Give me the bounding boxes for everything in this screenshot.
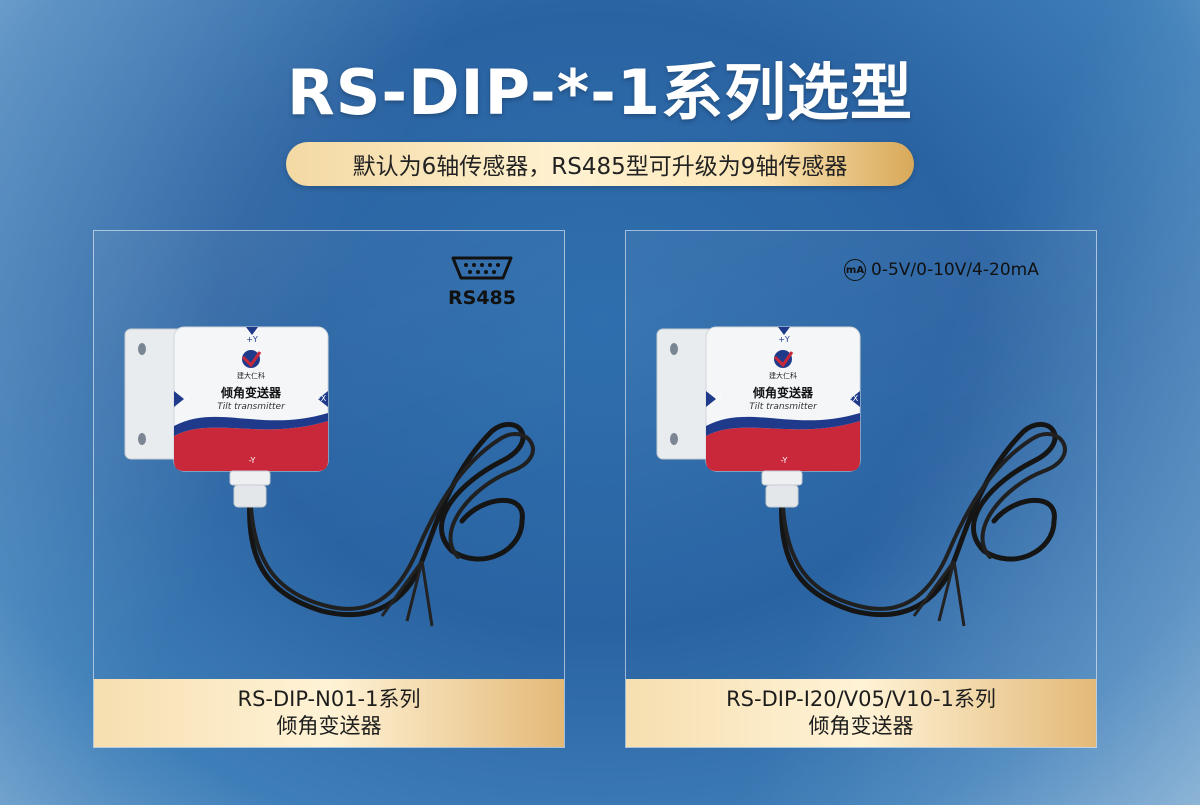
- product-card-rs485[interactable]: RS485 +Y -X +X -Y 建大仁科 倾角变送器 Tilt transm…: [93, 230, 565, 748]
- product-footer: RS-DIP-N01-1系列 倾角变送器: [94, 679, 564, 747]
- brand-text: 建大仁科: [237, 371, 265, 380]
- tilt-transmitter-image: +Y -X +X -Y 建大仁科 倾角变送器 Tilt transmitter: [656, 326, 1067, 627]
- analog-output-label: 0-5V/0-10V/4-20mA: [871, 260, 1039, 280]
- product-name: 倾角变送器: [808, 714, 914, 738]
- product-footer: RS-DIP-I20/V05/V10-1系列 倾角变送器: [626, 679, 1096, 747]
- device-label-en: Tilt transmitter: [749, 402, 818, 412]
- axis-label-bottom: -Y: [781, 456, 788, 465]
- analog-output-badge: mA 0-5V/0-10V/4-20mA: [844, 259, 1039, 281]
- axis-label-right: +X: [314, 394, 327, 403]
- product-name: 倾角变送器: [276, 714, 382, 738]
- product-model: RS-DIP-N01-1系列: [237, 687, 421, 711]
- subtitle-banner: 默认为6轴传感器，RS485型可升级为9轴传感器: [286, 142, 914, 186]
- tilt-transmitter-image: +Y -X +X -Y 建大仁科 倾角变送器 Tilt transmitter: [124, 326, 535, 627]
- device-label-cn: 倾角变送器: [220, 385, 282, 400]
- axis-label-left: -X: [182, 394, 190, 403]
- axis-label-right: +X: [846, 394, 859, 403]
- device-label-cn: 倾角变送器: [752, 385, 814, 400]
- device-label-en: Tilt transmitter: [217, 402, 286, 412]
- milliamp-icon: mA: [844, 259, 866, 281]
- rs485-badge: RS485: [444, 255, 520, 309]
- axis-label-left: -X: [714, 394, 722, 403]
- page-title: RS-DIP-*-1系列选型: [286, 56, 914, 129]
- axis-label-top: +Y: [246, 335, 258, 344]
- axis-label-bottom: -Y: [249, 456, 256, 465]
- product-card-analog[interactable]: mA 0-5V/0-10V/4-20mA +Y -X +X -Y 建大仁科 倾角…: [625, 230, 1097, 748]
- subtitle-text: 默认为6轴传感器，RS485型可升级为9轴传感器: [352, 154, 848, 180]
- db9-connector-icon: [451, 256, 513, 280]
- axis-label-top: +Y: [778, 335, 790, 344]
- product-model: RS-DIP-I20/V05/V10-1系列: [726, 687, 996, 711]
- rs485-label: RS485: [448, 287, 516, 309]
- brand-text: 建大仁科: [769, 371, 797, 380]
